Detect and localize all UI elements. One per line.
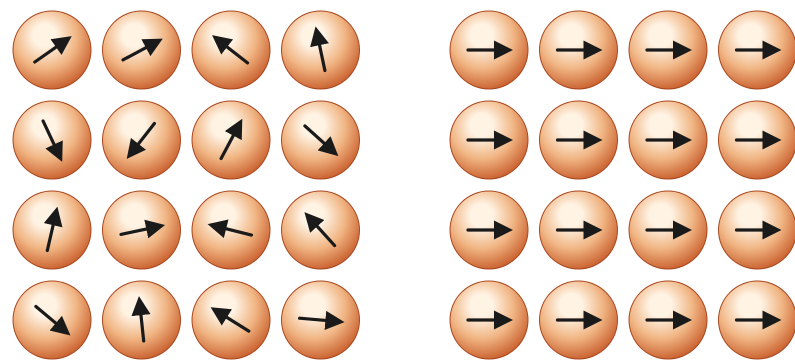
dipole-sphere — [450, 101, 528, 179]
panel-random-orientation — [13, 11, 360, 359]
dipole-sphere — [13, 11, 91, 89]
dipole-sphere — [629, 281, 707, 359]
dipole-sphere — [282, 191, 360, 269]
dipole-sphere — [192, 11, 270, 89]
dipole-sphere — [103, 11, 181, 89]
dipole-sphere — [719, 281, 795, 359]
dipole-sphere — [629, 191, 707, 269]
dipole-sphere — [719, 191, 795, 269]
dipole-sphere — [103, 191, 181, 269]
dipole-sphere — [719, 11, 795, 89]
dipole-sphere — [540, 191, 618, 269]
dipole-sphere — [629, 101, 707, 179]
dipole-sphere — [540, 281, 618, 359]
dipole-sphere — [282, 281, 360, 359]
dipole-sphere — [450, 281, 528, 359]
dipole-sphere — [103, 101, 181, 179]
dipole-sphere — [192, 281, 270, 359]
dipole-sphere — [13, 191, 91, 269]
panel-aligned-orientation — [450, 11, 795, 359]
dipole-sphere — [13, 101, 91, 179]
dipole-sphere — [192, 101, 270, 179]
dipole-sphere — [719, 101, 795, 179]
dipole-sphere — [540, 11, 618, 89]
dipole-sphere — [13, 281, 91, 359]
dipole-sphere — [450, 191, 528, 269]
dipole-sphere — [629, 11, 707, 89]
dipole-sphere — [540, 101, 618, 179]
dipole-sphere — [192, 191, 270, 269]
dipole-sphere — [282, 101, 360, 179]
dipole-sphere — [103, 281, 181, 359]
dipole-sphere — [282, 11, 360, 89]
dipole-sphere — [450, 11, 528, 89]
